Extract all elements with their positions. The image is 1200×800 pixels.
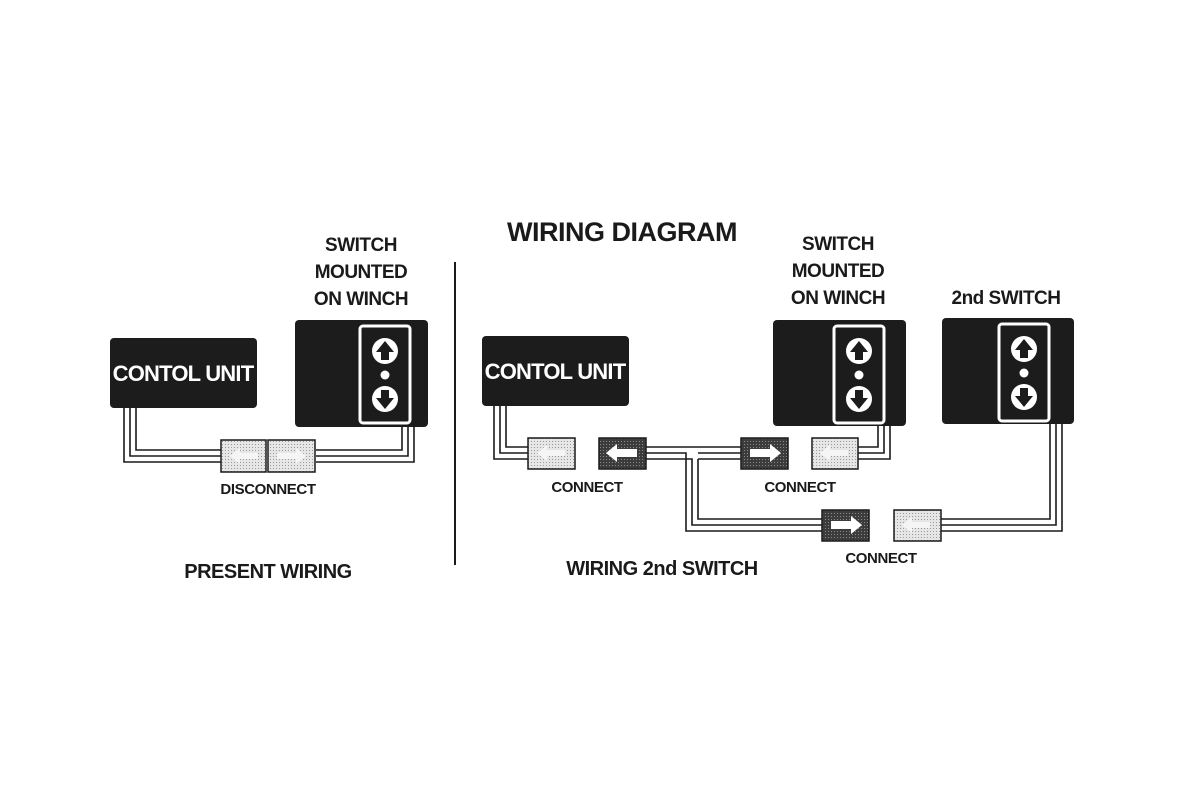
wire-trunk: [646, 446, 822, 532]
second-switch-section: SWITCH MOUNTED ON WINCH 2nd SWITCH CONTO…: [482, 234, 1074, 580]
switch-label-line-1: SWITCH: [802, 234, 874, 255]
second-switch-box: [942, 318, 1074, 424]
page-title: WIRING DIAGRAM: [507, 217, 737, 247]
switch-label-line-3: ON WINCH: [314, 289, 408, 310]
connector-dark-3: [821, 509, 870, 542]
disconnect-connector-left: [220, 439, 267, 473]
control-unit-box: CONTOL UNIT: [110, 338, 257, 408]
connect-label-1: CONNECT: [551, 479, 623, 496]
arrow-left-icon: [902, 517, 930, 533]
connector-light-2: [811, 437, 859, 470]
winch-switch-box: [295, 320, 428, 427]
connector-light-1: [527, 437, 576, 470]
connector-dark-1: [598, 437, 647, 470]
wire-winch-switch: [858, 426, 891, 460]
arrow-right-icon: [750, 444, 781, 462]
arrow-right-icon: [277, 448, 306, 464]
connector-light-3: [893, 509, 942, 542]
arrow-left-icon: [820, 445, 848, 461]
connect-label-3: CONNECT: [845, 550, 917, 567]
arrow-left-icon: [606, 444, 637, 462]
wire-second-switch: [941, 424, 1063, 532]
switch-label-line-2: MOUNTED: [792, 261, 885, 282]
arrow-left-icon: [230, 448, 258, 464]
wire-left: [123, 408, 221, 463]
wiring-second-switch-caption: WIRING 2nd SWITCH: [566, 558, 758, 580]
disconnect-label: DISCONNECT: [220, 481, 315, 498]
switch-label-line-1: SWITCH: [325, 235, 397, 256]
present-wiring-caption: PRESENT WIRING: [184, 561, 351, 583]
arrow-right-icon: [831, 516, 862, 534]
disconnect-connector-right: [267, 439, 316, 473]
control-unit-box: CONTOL UNIT: [482, 336, 629, 406]
present-wiring-section: SWITCH MOUNTED ON WINCH CONTOL UNIT: [110, 235, 428, 583]
wire-right: [316, 427, 415, 463]
control-unit-label: CONTOL UNIT: [113, 361, 255, 386]
connect-label-2: CONNECT: [764, 479, 836, 496]
wire-control-unit: [493, 406, 528, 460]
switch-label-line-3: ON WINCH: [791, 288, 885, 309]
winch-switch-box: [773, 320, 906, 426]
second-switch-label: 2nd SWITCH: [952, 288, 1061, 309]
switch-label-line-2: MOUNTED: [315, 262, 408, 283]
connector-dark-2: [740, 437, 789, 470]
arrow-left-icon: [537, 445, 565, 461]
control-unit-label: CONTOL UNIT: [485, 359, 627, 384]
